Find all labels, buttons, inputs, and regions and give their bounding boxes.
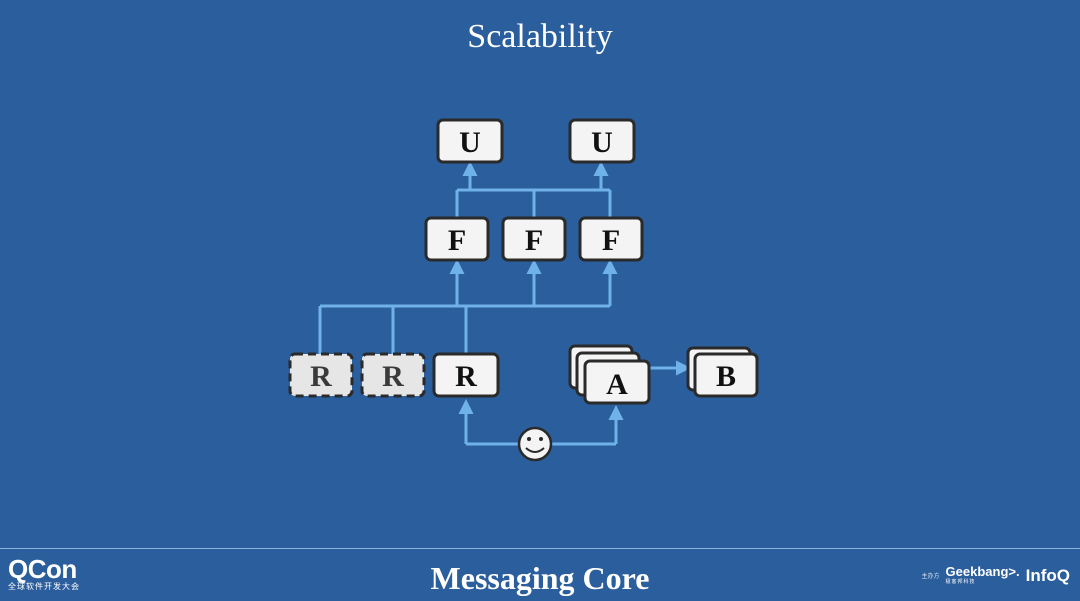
node-u1-label: U: [459, 126, 481, 159]
node-f2-label: F: [525, 224, 543, 257]
geekbang-logo-subtitle: 极客邦科技: [945, 579, 976, 585]
node-f3-label: F: [602, 224, 620, 257]
slide-title: Scalability: [467, 18, 613, 55]
node-r2-standby: R: [360, 352, 426, 398]
node-f1-label: F: [448, 224, 466, 257]
sponsor-label: 主办方: [921, 574, 940, 580]
node-a-stack: A: [568, 344, 651, 405]
node-f1: F: [424, 216, 490, 262]
node-b-label: B: [716, 360, 736, 393]
sponsor-logos: 主办方 Geekbang>. 极客邦科技 InfoQ: [921, 564, 1070, 586]
infoq-logo: InfoQ: [1025, 566, 1070, 585]
node-a-label: A: [606, 368, 628, 401]
node-r2-label: R: [382, 360, 404, 393]
node-b-stack: B: [686, 346, 759, 398]
geekbang-logo-name: Geekbang>.: [945, 564, 1020, 579]
geekbang-logo: Geekbang>. 极客邦科技: [945, 564, 1020, 586]
footer-divider: [0, 548, 1080, 549]
node-r1-standby: R: [288, 352, 354, 398]
node-r3-label: R: [455, 360, 477, 393]
qcon-logo: QCon 全球软件开发大会: [8, 556, 80, 592]
node-u2-label: U: [591, 126, 613, 159]
node-f2: F: [501, 216, 567, 262]
node-r1-label: R: [310, 360, 332, 393]
node-u2: U: [568, 118, 636, 164]
qcon-logo-subtitle: 全球软件开发大会: [8, 582, 80, 591]
footer-title: Messaging Core: [430, 560, 650, 596]
qcon-logo-name: QCon: [8, 554, 77, 584]
node-f3: F: [578, 216, 644, 262]
node-r3: R: [432, 352, 500, 398]
node-u1: U: [436, 118, 504, 164]
smiley-face-icon: [517, 426, 553, 462]
